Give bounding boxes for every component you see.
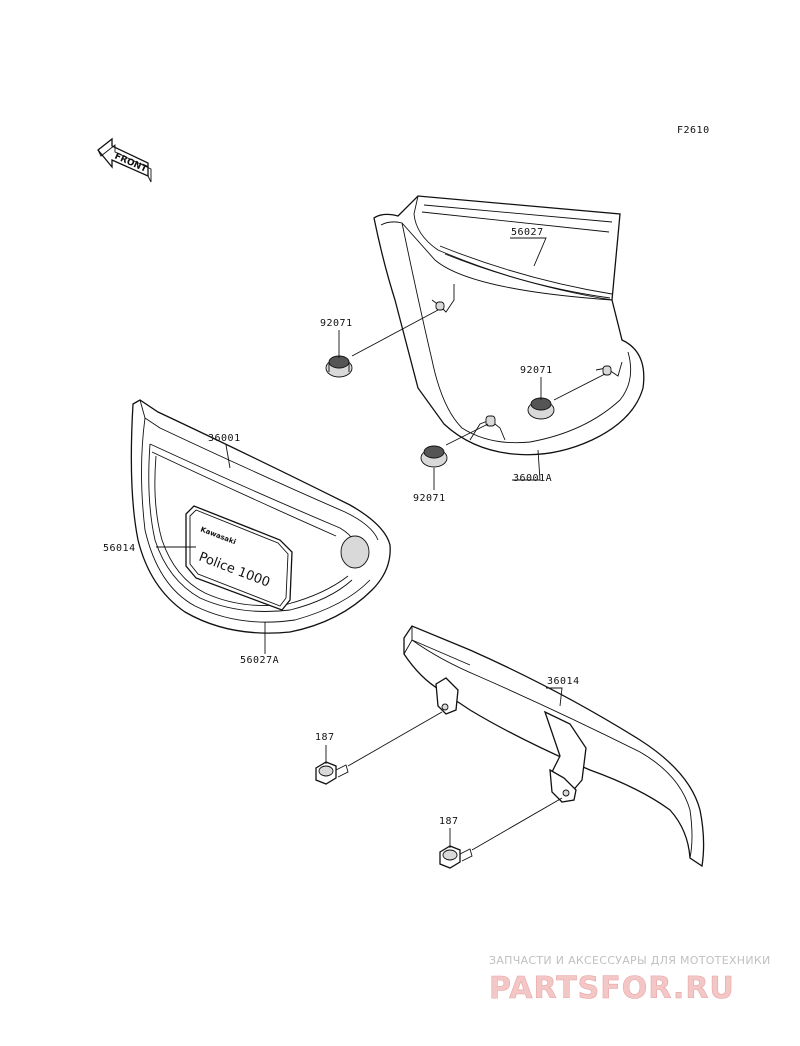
right-side-cover [373, 195, 645, 456]
chain-guard [403, 625, 705, 868]
callout-56027: 56027 [511, 227, 544, 238]
centerline [471, 797, 563, 851]
callout-36001: 36001 [208, 433, 241, 444]
centerline [347, 711, 443, 767]
grommet-92071-c [420, 445, 448, 468]
bolt-187-b [439, 845, 473, 869]
callout-92071-c: 92071 [413, 493, 446, 504]
bolt-187-a [315, 761, 349, 785]
callout-92071-a: 92071 [320, 318, 353, 329]
grommet-92071-b [527, 397, 555, 420]
centerline [553, 373, 606, 401]
callout-187-a: 187 [315, 732, 335, 743]
front-arrow-icon: FRONT [97, 137, 152, 183]
callout-36001a: 36001A [513, 473, 552, 484]
centerline [445, 423, 489, 446]
watermark-tagline: ЗАПЧАСТИ И АКСЕССУАРЫ ДЛЯ МОТОТЕХНИКИ [489, 954, 771, 967]
callout-56014: 56014 [103, 543, 136, 554]
watermark-logo: PARTSFOR.RU [489, 971, 735, 1006]
grommet-92071-a [325, 355, 353, 378]
callout-36014: 36014 [547, 676, 580, 687]
callout-187-b: 187 [439, 816, 459, 827]
figure-code: F2610 [677, 125, 710, 136]
centerline [351, 309, 439, 357]
callout-92071-b: 92071 [520, 365, 553, 376]
callout-56027a: 56027A [240, 655, 279, 666]
kawasaki-emblem: Kawasaki Police 1000 [185, 505, 293, 611]
